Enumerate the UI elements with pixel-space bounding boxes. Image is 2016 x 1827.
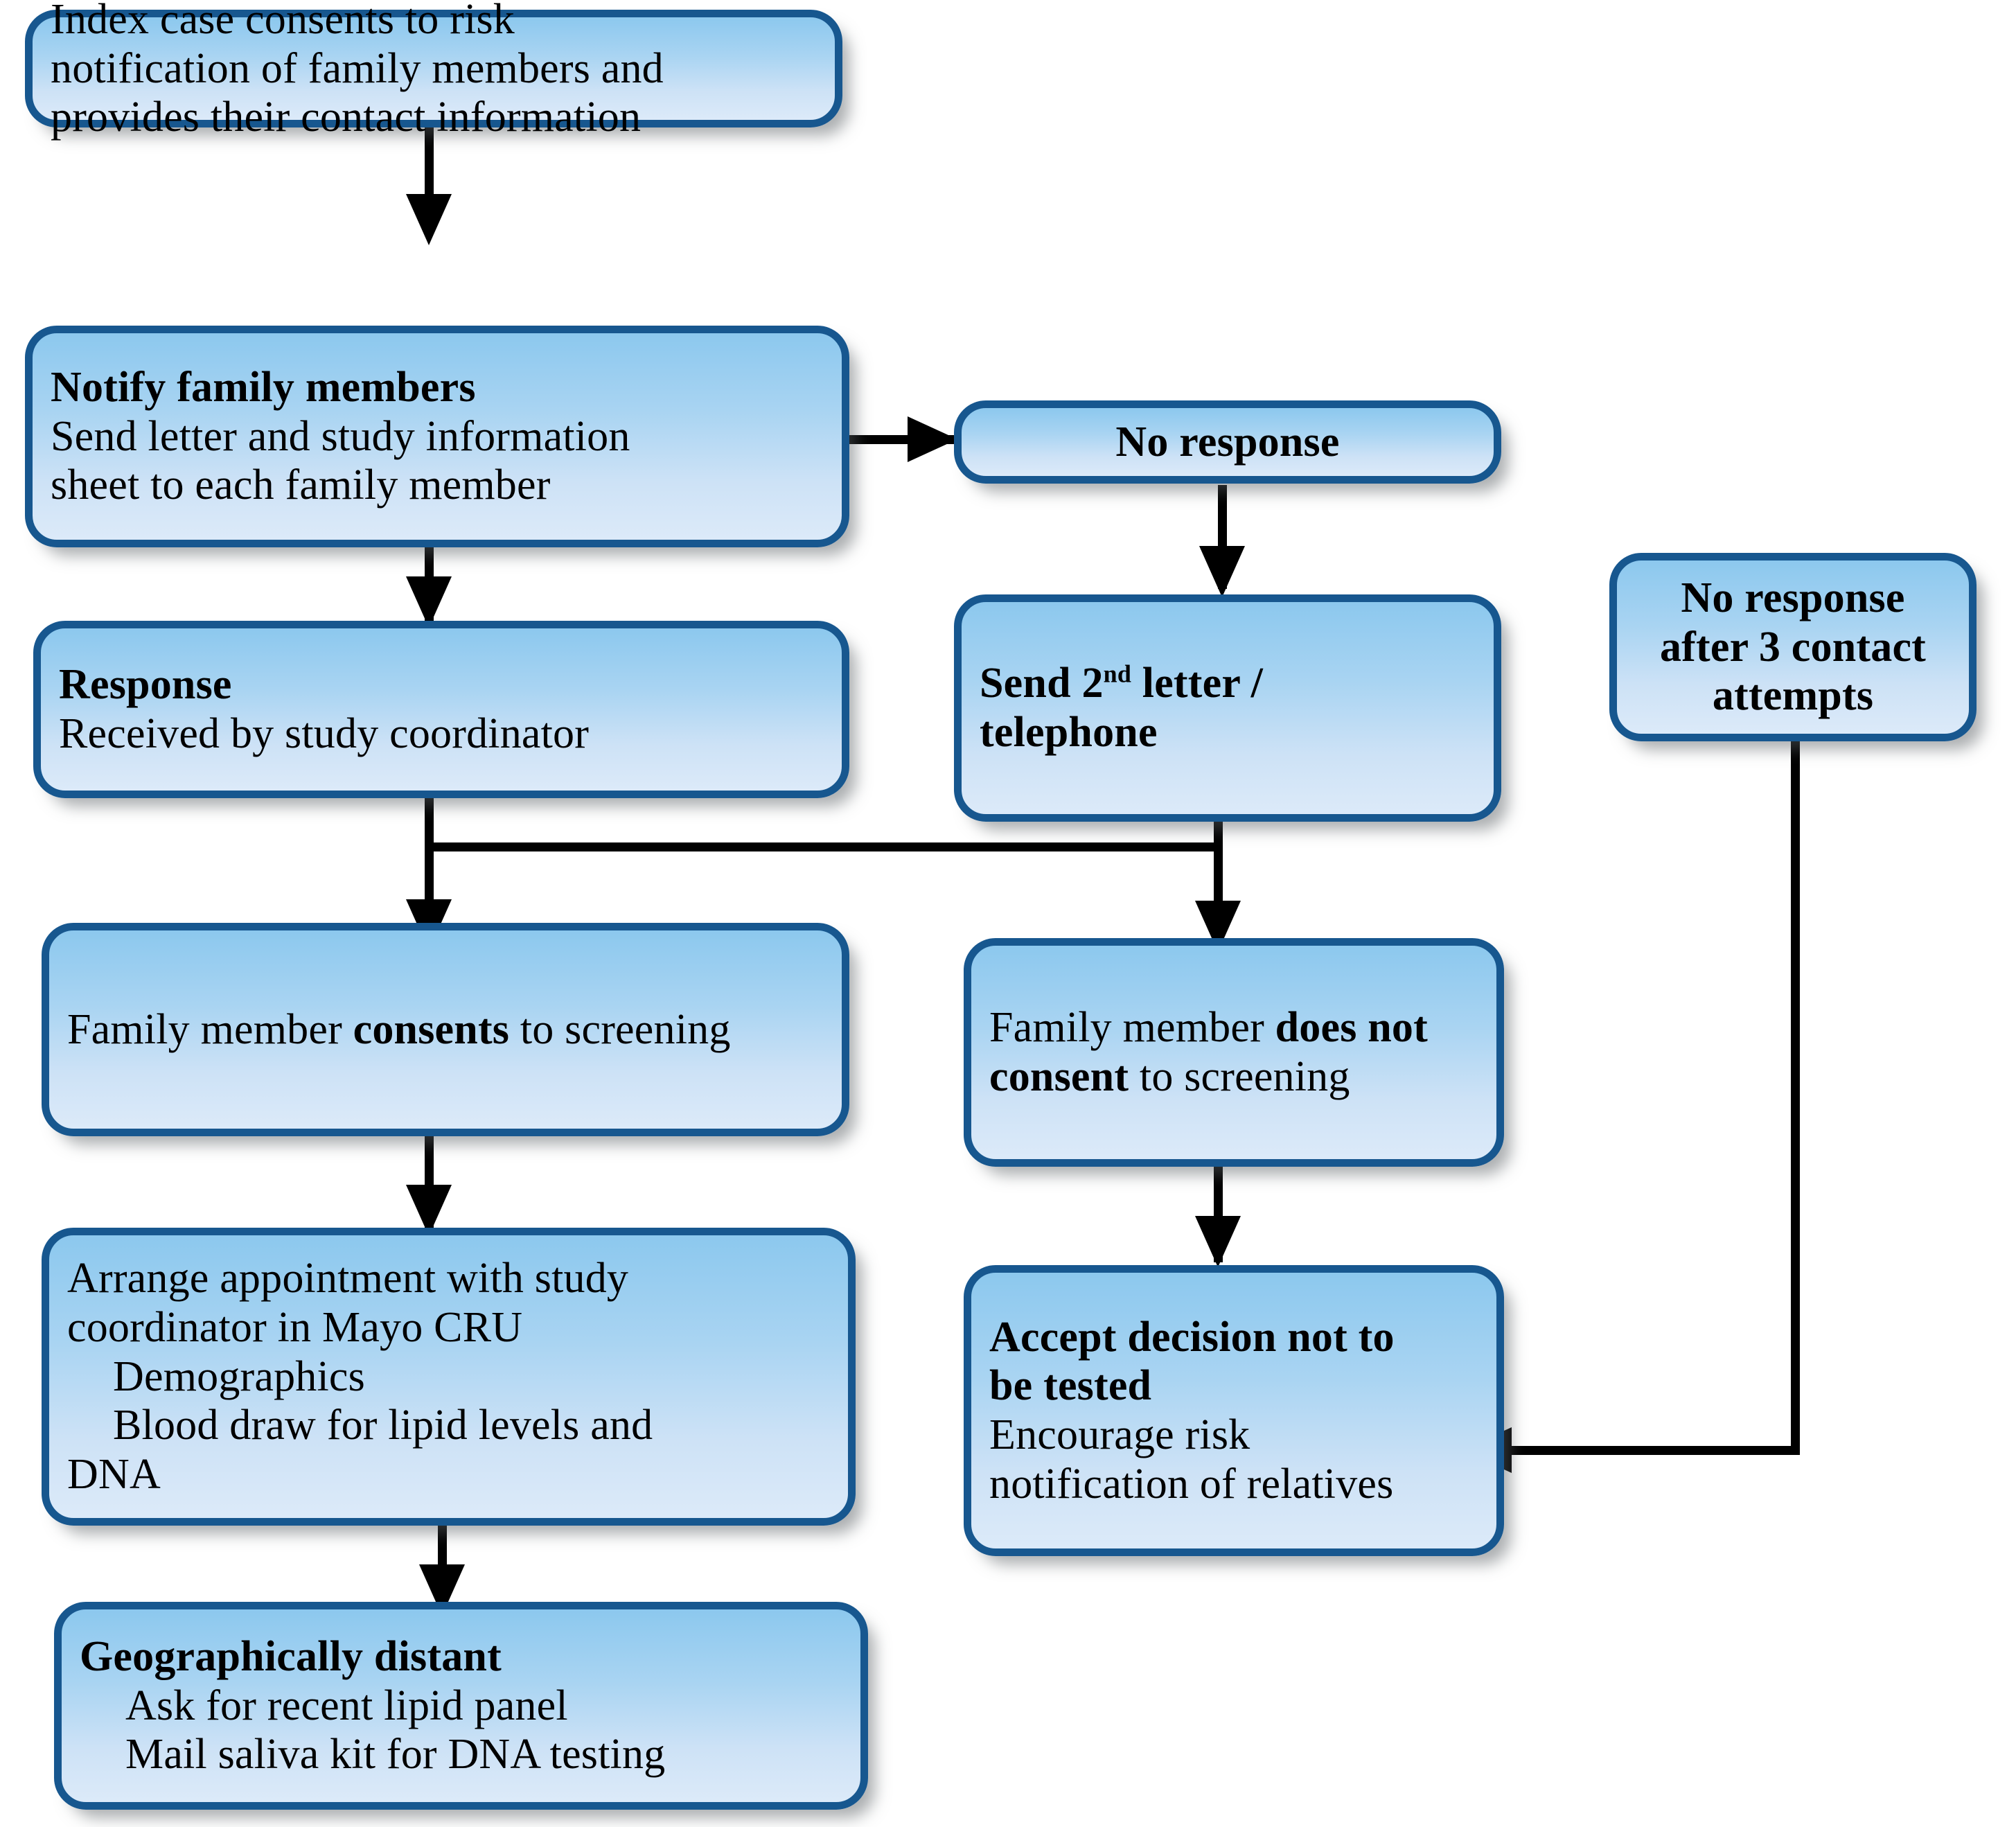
edge-noresponse-to-secondletter-arrowhead xyxy=(1199,546,1245,597)
ordinal-suffix: nd xyxy=(1103,660,1132,688)
node-geo-line-3: Mail saliva kit for DNA testing xyxy=(125,1731,666,1779)
node-no-response-text: No response xyxy=(962,418,1494,467)
node-index-case-line-1: Index case consents to risk xyxy=(51,0,515,43)
node-no-response[interactable]: No response xyxy=(954,400,1501,484)
node-arrange-line-4: Blood draw for lipid levels and xyxy=(113,1402,653,1449)
node-index-case-text: Index case consents to risk notification… xyxy=(33,0,835,142)
edge-index-to-notify-line xyxy=(425,123,434,200)
node-index-case[interactable]: Index case consents to risk notification… xyxy=(25,0,842,141)
node-accept-decision-not-to-be-tested[interactable]: Accept decision not to be tested Encoura… xyxy=(964,1265,1504,1556)
node-notify-family-members[interactable]: Notify family members Send letter and st… xyxy=(25,326,849,547)
node-arrange-appointment[interactable]: Arrange appointment with study coordinat… xyxy=(42,1228,856,1526)
node-no-response-3-line-2: after 3 contact xyxy=(1659,623,1927,671)
node-accept-line-3: Encourage risk xyxy=(989,1411,1250,1458)
node-not-consent-sentence: Family member does not consent to screen… xyxy=(989,1004,1428,1100)
node-no-response-after-3-attempts[interactable]: No response after 3 contact attempts xyxy=(1609,553,1977,741)
node-response-text: Response Received by study coordinator xyxy=(41,660,842,758)
node-arrange-text: Arrange appointment with study coordinat… xyxy=(49,1254,848,1499)
node-family-member-consents[interactable]: Family member consents to screening xyxy=(42,923,849,1136)
node-no-response-3-line-3: attempts xyxy=(1712,672,1874,720)
node-arrange-line-3: Demographics xyxy=(113,1352,365,1400)
node-second-letter-text: Send 2nd letter / telephone xyxy=(962,659,1530,757)
node-index-case-line-2: notification of family members and xyxy=(51,44,664,92)
node-response[interactable]: Response Received by study coordinator xyxy=(33,621,849,798)
node-geo-text: Geographically distant Ask for recent li… xyxy=(62,1632,860,1779)
node-no-response-3-line-1: No response xyxy=(1681,574,1905,621)
node-send-second-letter[interactable]: Send 2nd letter / telephone xyxy=(954,594,1501,822)
node-second-letter-line-2: telephone xyxy=(980,709,1158,756)
node-arrange-line-1: Arrange appointment with study xyxy=(67,1255,629,1303)
node-index-case-line-3: provides their contact information xyxy=(51,94,642,141)
node-consents-sentence: Family member consents to screening xyxy=(67,1005,731,1053)
node-accept-heading-2: be tested xyxy=(989,1362,1152,1410)
node-response-line-2: Received by study coordinator xyxy=(59,710,590,757)
edge-notify-to-noresponse-arrowhead xyxy=(908,416,957,462)
node-no-response-label: No response xyxy=(1115,418,1340,466)
node-notify-line-3: sheet to each family member xyxy=(51,461,551,509)
node-arrange-line-2: coordinator in Mayo CRU xyxy=(67,1303,523,1351)
node-geographically-distant[interactable]: Geographically distant Ask for recent li… xyxy=(54,1602,868,1810)
node-geo-line-2: Ask for recent lipid panel xyxy=(125,1682,568,1729)
node-no-response-3-text: No response after 3 contact attempts xyxy=(1617,574,1969,721)
node-consents-text: Family member consents to screening xyxy=(49,1005,842,1054)
node-notify-line-2: Send letter and study information xyxy=(51,412,630,460)
edge-noresponse3-to-accept-vline xyxy=(1791,741,1800,1455)
node-family-member-does-not-consent[interactable]: Family member does not consent to screen… xyxy=(964,938,1504,1167)
edge-noresponse3-to-accept-hline xyxy=(1510,1446,1794,1455)
edge-notify-to-response-arrowhead xyxy=(406,576,452,628)
node-notify-heading: Notify family members xyxy=(51,363,476,411)
node-accept-line-4: notification of relatives xyxy=(989,1460,1394,1508)
edge-notconsent-to-accept-arrowhead xyxy=(1195,1216,1241,1267)
edge-consents-to-arrange-arrowhead xyxy=(406,1185,452,1236)
node-arrange-line-5: DNA xyxy=(67,1451,161,1498)
node-notify-text: Notify family members Send letter and st… xyxy=(33,363,842,510)
edge-junction-bar xyxy=(425,842,1223,851)
node-accept-text: Accept decision not to be tested Encoura… xyxy=(971,1313,1496,1509)
node-response-heading: Response xyxy=(59,661,232,709)
node-accept-heading-1: Accept decision not to xyxy=(989,1313,1395,1361)
node-not-consent-text: Family member does not consent to screen… xyxy=(971,1003,1496,1101)
node-second-letter-line-1: Send 2nd letter / xyxy=(980,660,1264,707)
node-geo-heading: Geographically distant xyxy=(80,1632,502,1680)
edge-index-to-notify-arrowhead xyxy=(406,194,452,245)
